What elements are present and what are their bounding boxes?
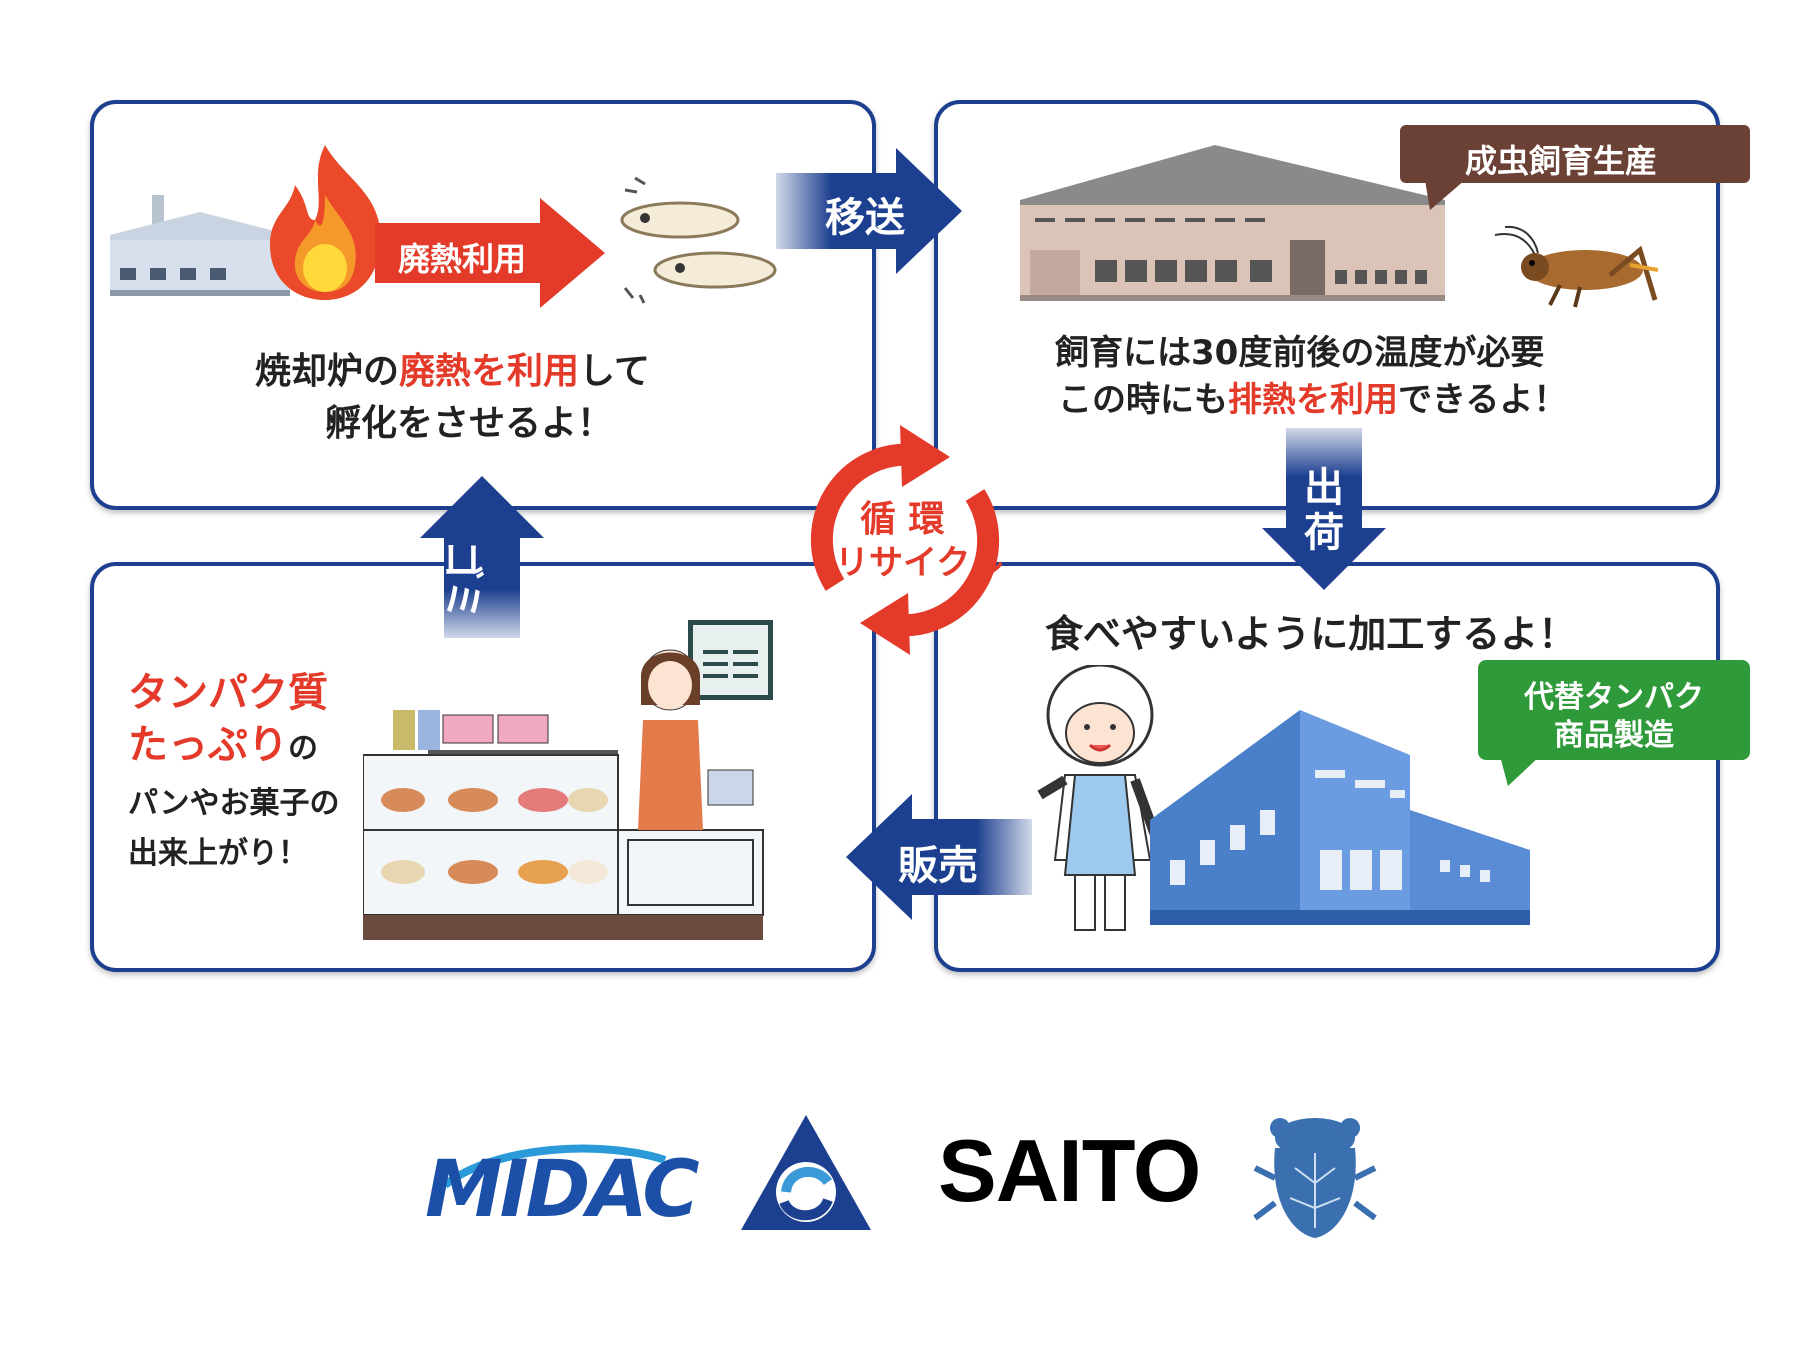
alt-protein-bubble xyxy=(1478,660,1750,760)
midac-logo: MIDAC xyxy=(425,1145,700,1235)
waste-heat-arrow xyxy=(375,198,605,308)
breeding-text-line1: 飼育には30度前後の温度が必要 xyxy=(1055,333,1545,373)
garbage-arrow xyxy=(420,476,544,638)
cicada-circuit-logo xyxy=(1253,1118,1377,1238)
processing-heading: 食べやすいように加工するよ！ xyxy=(1045,612,1577,656)
sales-text-2b: の xyxy=(288,731,318,766)
cycle-label-line1: 循 環 xyxy=(860,499,945,540)
hatching-text-1b: 廃熱を利用 xyxy=(399,351,580,392)
cricket-icon xyxy=(1494,225,1659,308)
breeding-text-2b: 排熱を利用 xyxy=(1228,380,1398,420)
alt-protein-line2: 商品製造 xyxy=(1554,718,1674,753)
incinerator-illustration xyxy=(110,195,290,296)
breeding-text-2a: この時にも xyxy=(1058,380,1228,420)
sales-text-line3: パンやお菓子の xyxy=(128,786,340,821)
larva-icon xyxy=(620,176,777,304)
saito-logo: SAITO xyxy=(938,1121,1201,1220)
adult-breeding-label: 成虫飼育生産 xyxy=(1465,142,1658,180)
fire-icon xyxy=(270,145,381,300)
cycle-label-line2: リサイクル xyxy=(835,543,1004,583)
sales-text-line2: たっぷりの xyxy=(128,712,318,770)
sell-label: 販売 xyxy=(898,843,978,889)
sales-text-line4: 出来上がり！ xyxy=(128,836,308,871)
hatching-text-line2: 孵化をさせるよ！ xyxy=(325,403,614,444)
breeding-text-2c: できるよ！ xyxy=(1398,380,1568,420)
hatching-text-line1: 焼却炉の廃熱を利用して xyxy=(255,342,650,394)
adult-breeding-bubble-tail xyxy=(1425,180,1465,210)
alt-protein-line1: 代替タンパク xyxy=(1524,680,1704,715)
panel-hatching xyxy=(90,100,876,510)
bakery-shop-illustration xyxy=(363,620,773,940)
midac-logo-swoosh xyxy=(442,1144,667,1189)
processing-factory-illustration xyxy=(1150,710,1530,925)
alt-protein-bubble-tail xyxy=(1500,756,1540,786)
hatching-text-1c: して xyxy=(579,351,650,392)
ship-label-1: 出 xyxy=(1304,465,1344,511)
ship-label-2: 荷 xyxy=(1304,510,1344,556)
factory-worker-illustration xyxy=(1037,665,1160,931)
tri-swirl-logo xyxy=(741,1115,871,1230)
sales-text-line1: タンパク質 xyxy=(128,670,328,716)
transfer-label: 移送 xyxy=(825,195,905,241)
hatching-text-1a: 焼却炉の xyxy=(255,351,400,392)
recycle-cycle-icon xyxy=(810,425,1000,655)
ship-arrow xyxy=(1262,428,1386,590)
waste-heat-label: 廃熱利用 xyxy=(398,240,527,278)
breeding-barn-illustration xyxy=(1020,145,1445,301)
sell-arrow xyxy=(846,794,1032,920)
breeding-text-line2: この時にも排熱を利用できるよ！ xyxy=(1058,372,1567,421)
transfer-arrow xyxy=(776,148,962,274)
sales-text-2a: たっぷり xyxy=(128,722,288,768)
garbage-label: ゴミ xyxy=(439,540,485,620)
adult-breeding-bubble xyxy=(1400,125,1750,183)
